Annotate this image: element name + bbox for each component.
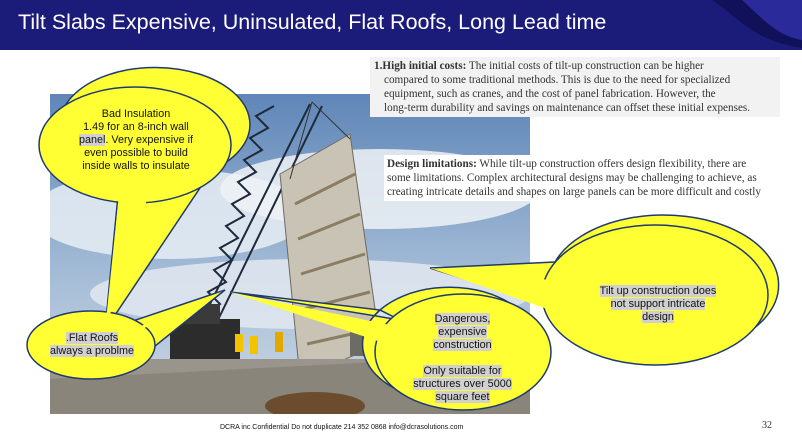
insulation-line3b: . Very expensive if [105, 134, 194, 146]
insulation-line3: panel. Very expensive if [50, 134, 222, 147]
design-limitations-textbox: Design limitations: While tilt-up constr… [384, 155, 784, 201]
confidential-footer: DCRA inc Confidential Do not duplicate 2… [220, 424, 464, 431]
header-swoosh [712, 0, 802, 48]
dangerous-line4: Only suitable for [423, 365, 502, 377]
slide-header: Tilt Slabs Expensive, Uninsulated, Flat … [0, 0, 802, 50]
high-costs-number: 1. [374, 60, 383, 72]
high-costs-heading: High initial costs: [382, 60, 467, 72]
page-number: 32 [762, 420, 772, 431]
dangerous-line2: expensive [438, 326, 487, 338]
insulation-line3a: panel [78, 134, 106, 146]
flat-roofs-callout: .Flat Roofs always a problme [38, 332, 146, 358]
dangerous-line3: construction [433, 339, 492, 351]
insulation-line1: Bad Insulation [101, 108, 171, 120]
design-limits-heading: Design limitations: [387, 158, 477, 170]
roofs-line1: .Flat Roofs [65, 332, 119, 344]
insulation-line4: even possible to build [84, 147, 188, 159]
insulation-callout: Bad Insulation 1.49 for an 8-inch wall p… [50, 108, 222, 173]
dangerous-line6: square feet [435, 391, 490, 403]
insulation-line5: inside walls to insulate [82, 160, 190, 172]
dangerous-line5: structures over 5000 [413, 378, 512, 390]
high-costs-line2: compared to some traditional methods. Th… [384, 74, 731, 86]
intricate-design-callout: Tilt up construction does not support in… [578, 285, 738, 324]
insulation-line2: 1.49 for an 8-inch wall [83, 121, 189, 133]
high-costs-line1: The initial costs of tilt-up constructio… [466, 60, 704, 72]
roofs-line2: always a problme [49, 345, 134, 357]
high-costs-line4: long-term durability and savings on main… [384, 102, 751, 114]
intricate-line2: not support intricate [610, 298, 706, 310]
design-limits-line2: some limitations. Complex architectural … [387, 172, 757, 184]
high-costs-first-line: 1.High initial costs: The initial costs … [374, 59, 776, 73]
intricate-line3: design [642, 311, 674, 323]
slide-title: Tilt Slabs Expensive, Uninsulated, Flat … [18, 10, 607, 34]
dangerous-line1: Dangerous, [434, 313, 491, 325]
dangerous-callout: Dangerous, expensive construction Only s… [395, 313, 530, 404]
high-costs-line3: equipment, such as cranes, and the cost … [384, 88, 716, 100]
design-limits-first-line: Design limitations: While tilt-up constr… [387, 157, 781, 171]
intricate-line1: Tilt up construction does [599, 285, 717, 297]
design-limits-line1: While tilt-up construction offers design… [476, 158, 747, 170]
design-limits-line3: creating intricate details and shapes on… [387, 186, 761, 198]
high-initial-costs-textbox: 1.High initial costs: The initial costs … [370, 57, 780, 117]
